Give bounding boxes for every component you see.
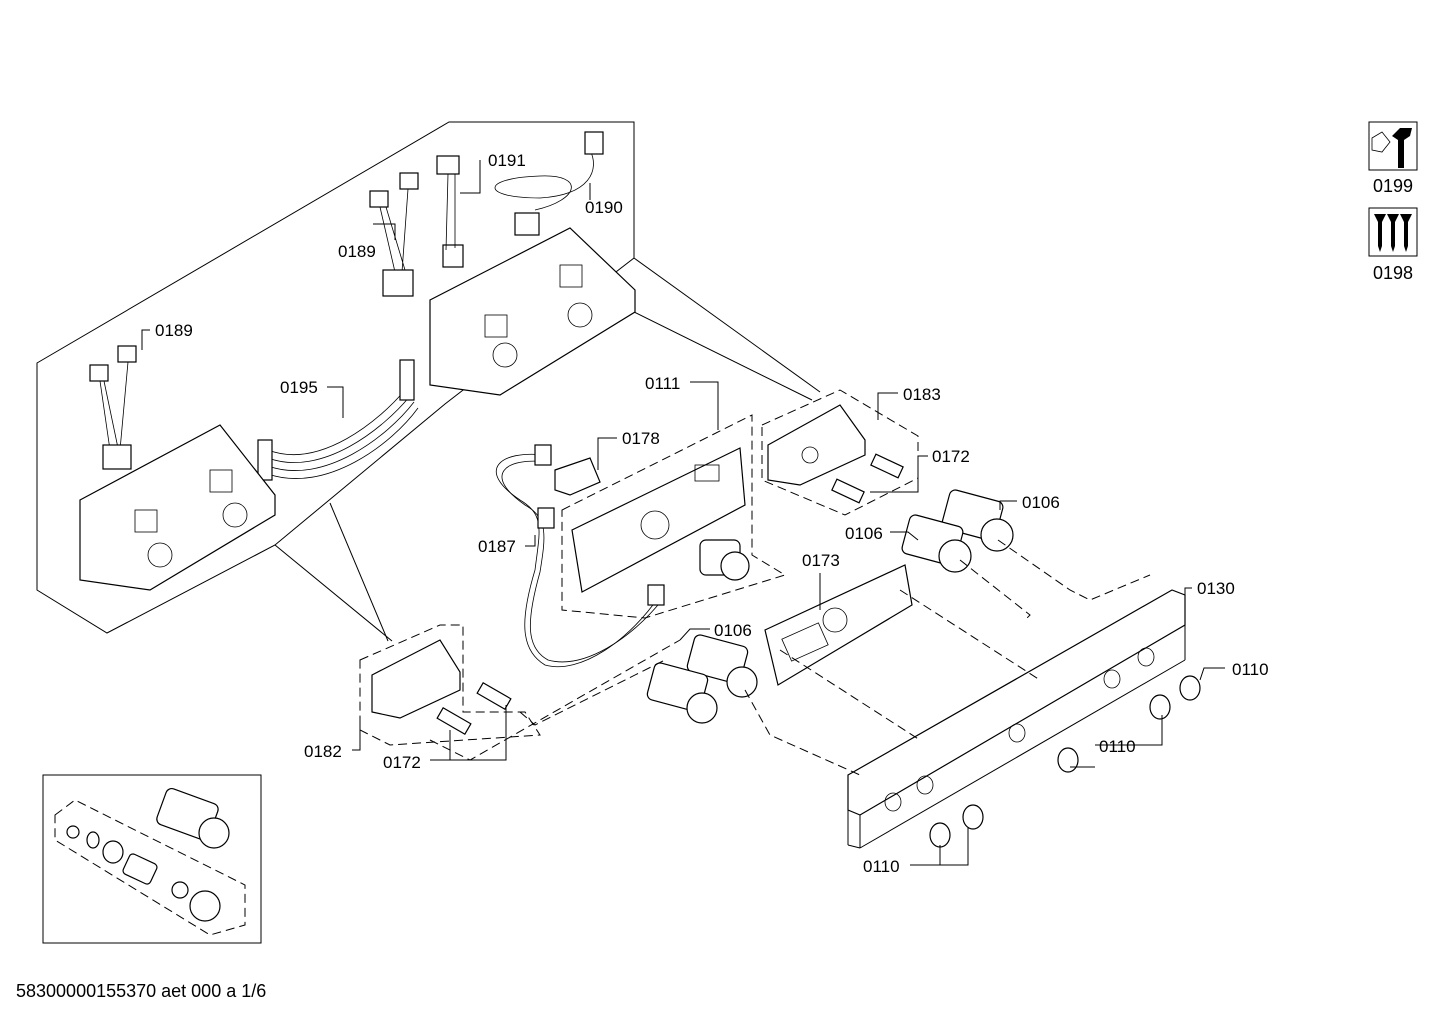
group-0111 [561,414,787,619]
wire-harness-0191 [436,155,464,268]
switch-0182 [371,639,461,719]
knob-0106-upper-b [901,514,972,573]
callout-0110-middle: 0110 [1099,737,1136,756]
ribbon-cable-0195 [257,359,419,481]
callout-0106-upper-a: 0106 [1022,493,1060,512]
wire-harness-0189-lower [89,345,137,470]
callout-0187: 0187 [478,537,516,556]
knob-0106-lower-a [686,634,758,698]
switch-block-upper-right [429,227,636,396]
cable-0190 [494,131,604,236]
inset-detail-box [42,774,262,944]
assembly-frame-upper [36,121,635,634]
callout-0106-upper-b: 0106 [845,524,883,543]
callout-0172-lower: 0172 [383,753,421,772]
callout-0110-right: 0110 [1232,660,1269,679]
callout-0182: 0182 [304,742,342,761]
tool-label-0199: 0199 [1372,176,1414,196]
callout-0173: 0173 [802,551,840,570]
switch-0178 [554,457,601,496]
group-0182 [359,624,541,746]
wire-harness-0189-upper [369,172,419,297]
inset-exploded-parts [66,825,221,922]
callout-0172-upper: 0172 [932,447,970,466]
knob-0106-lower-b [646,662,718,724]
inset-knob [156,788,230,849]
callout-0111: 0111 [645,374,680,393]
callout-0130: 0130 [1197,579,1235,598]
callout-0183: 0183 [903,385,941,404]
shaft-0172-upper [831,453,904,504]
wrench-nut-icon [1368,121,1418,171]
callout-0178: 0178 [622,429,660,448]
callout-0189-lower: 0189 [155,321,193,340]
knob-module-0111 [699,539,750,581]
document-id-footer: 58300000155370 aet 000 a 1/6 [16,981,267,1001]
callout-0191: 0191 [488,151,526,170]
callout-0106-lower: 0106 [714,621,752,640]
display-board-0173 [764,564,913,686]
callout-0110-bottom: 0110 [863,857,900,876]
control-module-0111 [571,447,746,593]
switch-0183 [767,404,866,486]
front-panel-0130 [847,589,1186,849]
tool-label-0198: 0198 [1372,263,1414,283]
screws-icon [1368,207,1418,257]
callout-0190: 0190 [585,198,623,217]
callout-0195: 0195 [280,378,318,397]
callout-0189-upper: 0189 [338,242,376,261]
cable-0187 [496,444,665,667]
switch-block-lower-left [79,424,276,591]
ring-0110-set [929,675,1201,848]
shaft-0172-lower [436,681,512,736]
